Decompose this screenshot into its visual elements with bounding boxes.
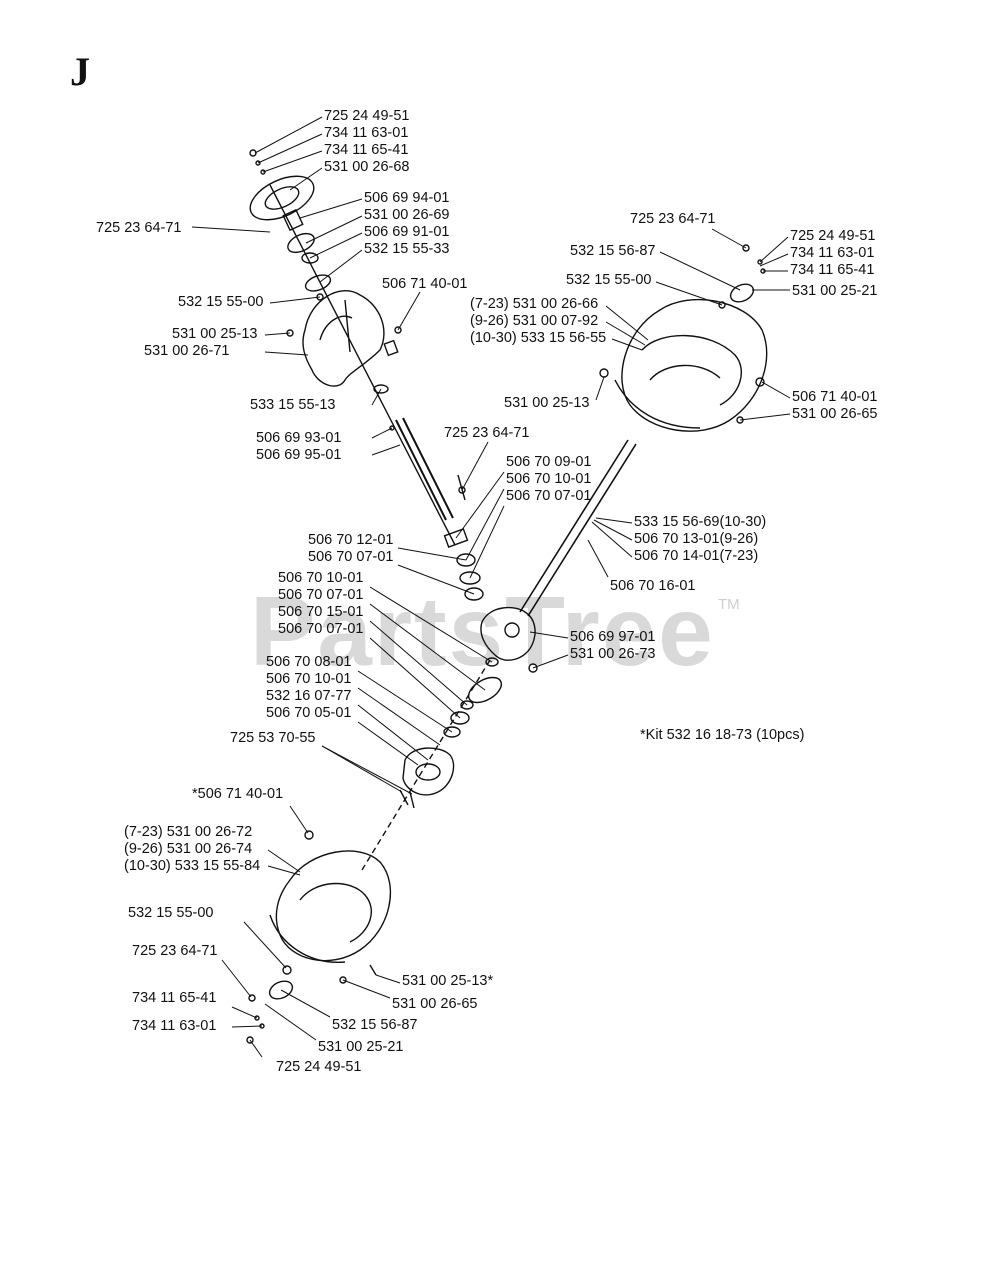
part-label: (9-26) 531 00 07-92 <box>470 313 599 329</box>
part-label: 725 24 49-51 <box>324 108 410 124</box>
part-label: 531 00 25-13 <box>172 326 258 342</box>
part-label: 532 15 55-33 <box>364 241 450 257</box>
part-label: 725 53 70-55 <box>230 730 316 746</box>
part-label: 532 16 07-77 <box>266 688 352 704</box>
watermark-trademark: TM <box>718 596 740 613</box>
part-label: 531 00 26-71 <box>144 343 230 359</box>
section-letter: J <box>70 49 90 94</box>
part-label: 725 23 64-71 <box>132 943 218 959</box>
part-label: 531 00 25-21 <box>792 283 878 299</box>
top-right-impeller <box>621 298 768 432</box>
part-label: 506 70 14-01(7-23) <box>634 548 759 564</box>
part-label: 506 70 10-01 <box>506 471 592 487</box>
part-label: (9-26) 531 00 26-74 <box>124 841 253 857</box>
part-label: 532 15 55-00 <box>128 905 214 921</box>
bottom-left-impeller <box>275 850 392 962</box>
part-label: 533 15 56-69(10-30) <box>634 514 767 530</box>
right-shaft-tube <box>519 439 629 613</box>
part-label: 532 15 56-87 <box>332 1017 418 1033</box>
gear-housing <box>480 606 536 661</box>
part-label: 734 11 63-01 <box>324 125 409 141</box>
part-label: 506 70 12-01 <box>308 532 394 548</box>
part-label: 531 00 26-69 <box>364 207 450 223</box>
part-label: 725 23 64-71 <box>444 425 530 441</box>
part-label: 734 11 65-41 <box>132 990 217 1006</box>
part-label: 531 00 26-65 <box>392 996 478 1012</box>
part-label: 734 11 63-01 <box>790 245 875 261</box>
part-label: 725 24 49-51 <box>790 228 876 244</box>
part-label: 506 70 09-01 <box>506 454 592 470</box>
part-label: 531 00 25-13 <box>504 395 590 411</box>
part-label: 734 11 65-41 <box>790 262 875 278</box>
part-label: 506 70 15-01 <box>278 604 364 620</box>
part-label: 506 70 07-01 <box>278 621 364 637</box>
part-label: 506 70 10-01 <box>278 570 364 586</box>
part-label: 725 23 64-71 <box>96 220 182 236</box>
part-label: 506 70 05-01 <box>266 705 352 721</box>
part-label: 506 69 91-01 <box>364 224 450 240</box>
gear-cover <box>402 747 455 796</box>
part-label: (7-23) 531 00 26-66 <box>470 296 599 312</box>
part-label: 725 23 64-71 <box>630 211 716 227</box>
part-label: (10-30) 533 15 56-55 <box>470 330 607 346</box>
part-label: 532 15 55-00 <box>178 294 264 310</box>
part-label: 506 70 07-01 <box>278 587 364 603</box>
part-label: 531 00 26-73 <box>570 646 656 662</box>
kit-note: *Kit 532 16 18-73 (10pcs) <box>640 727 805 743</box>
top-left-housing <box>302 290 385 387</box>
part-label: 506 69 93-01 <box>256 430 342 446</box>
part-label: 506 69 95-01 <box>256 447 342 463</box>
pulley-upper <box>249 175 315 221</box>
part-label: 506 71 40-01 <box>792 389 878 405</box>
part-label: 506 70 16-01 <box>610 578 696 594</box>
part-label: (7-23) 531 00 26-72 <box>124 824 253 840</box>
part-label: 506 71 40-01 <box>382 276 468 292</box>
part-label: 532 15 55-00 <box>566 272 652 288</box>
part-label: 506 70 08-01 <box>266 654 352 670</box>
part-label: 725 24 49-51 <box>276 1059 362 1075</box>
part-label: 506 70 07-01 <box>308 549 394 565</box>
part-label: 734 11 63-01 <box>132 1018 217 1034</box>
part-label: 531 00 26-65 <box>792 406 878 422</box>
part-label: 734 11 65-41 <box>324 142 409 158</box>
part-label: 531 00 26-68 <box>324 159 410 175</box>
part-label: 506 69 97-01 <box>570 629 656 645</box>
part-label: (10-30) 533 15 55-84 <box>124 858 261 874</box>
leader-lines <box>191 116 791 1058</box>
part-label: 531 00 25-13* <box>402 973 494 989</box>
part-label: 506 69 94-01 <box>364 190 450 206</box>
part-label: 506 70 10-01 <box>266 671 352 687</box>
part-label: 506 70 13-01(9-26) <box>634 531 759 547</box>
part-label: *506 71 40-01 <box>192 786 284 802</box>
part-label: 533 15 55-13 <box>250 397 336 413</box>
part-label: 532 15 56-87 <box>570 243 656 259</box>
part-label: 506 70 07-01 <box>506 488 592 504</box>
part-label: 531 00 25-21 <box>318 1039 404 1055</box>
